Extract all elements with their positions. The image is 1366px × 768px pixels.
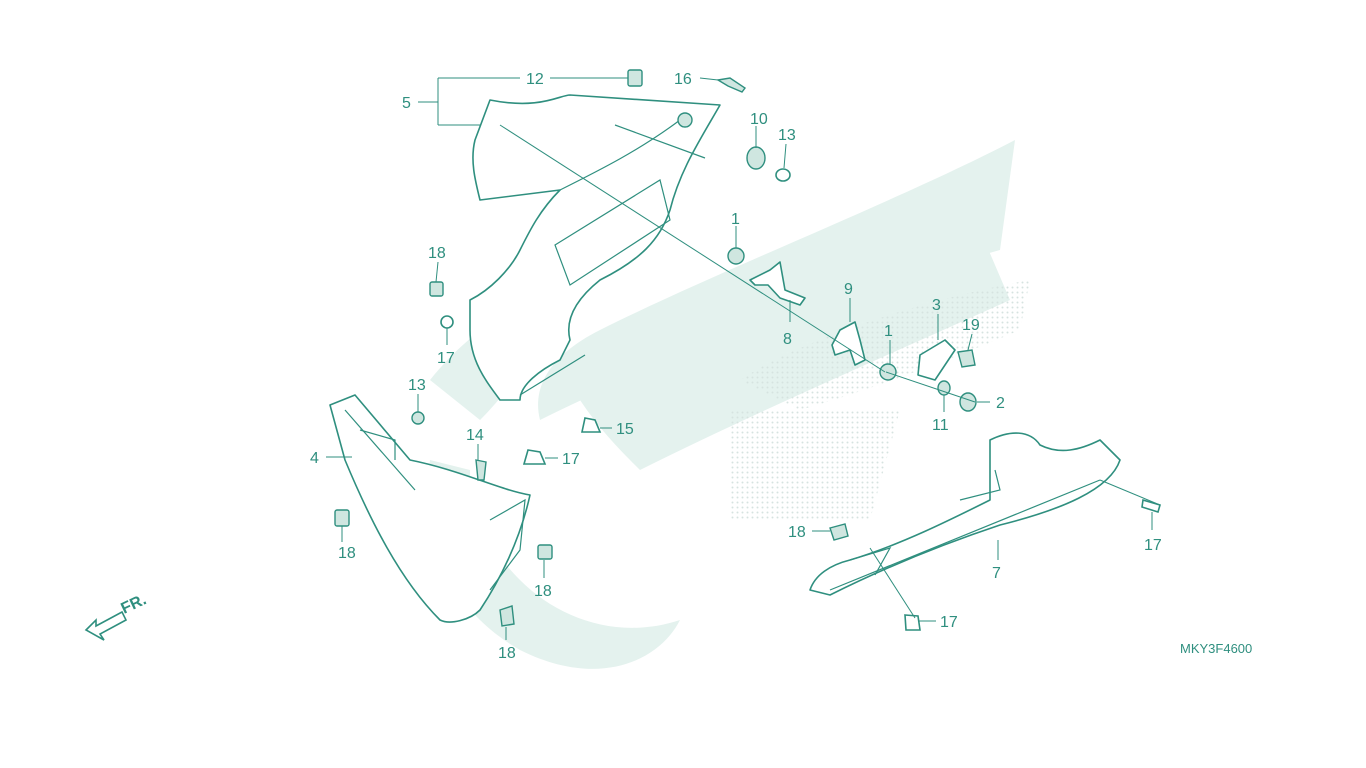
left-lower-cowl-part	[329, 394, 531, 623]
clip-18e-icon	[829, 523, 849, 541]
nut-11-icon	[627, 69, 643, 87]
grommet-2-icon	[959, 392, 977, 412]
callout-17: 17	[437, 350, 455, 367]
diagram-code: MKY3F4600	[1180, 641, 1252, 656]
callout-13: 13	[408, 377, 426, 394]
clip-18-icon	[429, 281, 444, 297]
callout-12: 13	[778, 127, 796, 144]
callout-8: 9	[844, 281, 853, 298]
upper-cowl-part	[469, 94, 721, 401]
grommet-icon	[677, 112, 693, 128]
screw-14-icon	[581, 417, 602, 433]
callout-15: 16	[674, 71, 692, 88]
bolt-19-icon	[957, 349, 976, 368]
callout-17b: 17	[562, 451, 580, 468]
nut-13b-icon	[475, 459, 487, 481]
direction-label: FR.	[119, 591, 150, 617]
callout-4: 4	[310, 450, 319, 467]
callout-16: 17	[1144, 537, 1162, 554]
callout-18e: 18	[788, 524, 806, 541]
collar-12-icon	[775, 168, 791, 182]
callout-17c: 17	[940, 614, 958, 631]
screw-17c-icon	[904, 614, 921, 631]
screw-17-icon	[440, 315, 454, 329]
clip-18d-icon	[499, 605, 515, 627]
callout-11: 12	[526, 71, 544, 88]
grommet-9-icon	[746, 146, 766, 170]
nut-13-icon	[411, 411, 425, 425]
washer-1-icon	[727, 247, 745, 265]
callout-6: 7	[992, 565, 1001, 582]
clip-18b-icon	[334, 509, 350, 527]
clip-18c-icon	[537, 544, 553, 560]
callout-labels: 5 12 16 10 13 1 8 9 1 3 19 2 11 18 17 13…	[310, 71, 1162, 662]
callout-18d: 18	[498, 645, 516, 662]
arrow-left-icon	[84, 610, 128, 641]
callout-9: 10	[750, 111, 768, 128]
washer-1b-icon	[879, 363, 897, 381]
callout-14: 15	[616, 421, 634, 438]
callout-18c: 18	[534, 583, 552, 600]
callout-2: 2	[996, 395, 1005, 412]
callout-19: 19	[962, 317, 980, 334]
callout-5: 5	[402, 95, 411, 112]
plate-3-part	[917, 339, 956, 381]
bolt-15-icon	[716, 77, 747, 93]
under-cowl-part	[809, 432, 1121, 596]
callout-13b: 14	[466, 427, 484, 444]
callout-7: 8	[783, 331, 792, 348]
bracket-7-part	[749, 261, 806, 306]
wing-logo-watermark	[428, 140, 1030, 669]
callout-18b: 18	[338, 545, 356, 562]
screw-17b-icon	[522, 449, 547, 465]
callout-1: 1	[731, 211, 740, 228]
callout-10: 11	[932, 417, 949, 434]
leader-lines	[326, 77, 1161, 640]
callout-3: 3	[932, 297, 941, 314]
callout-18: 18	[428, 245, 446, 262]
callout-1b: 1	[884, 323, 893, 340]
front-direction-arrow: FR.	[84, 591, 150, 641]
screw-16-icon	[1141, 498, 1161, 514]
